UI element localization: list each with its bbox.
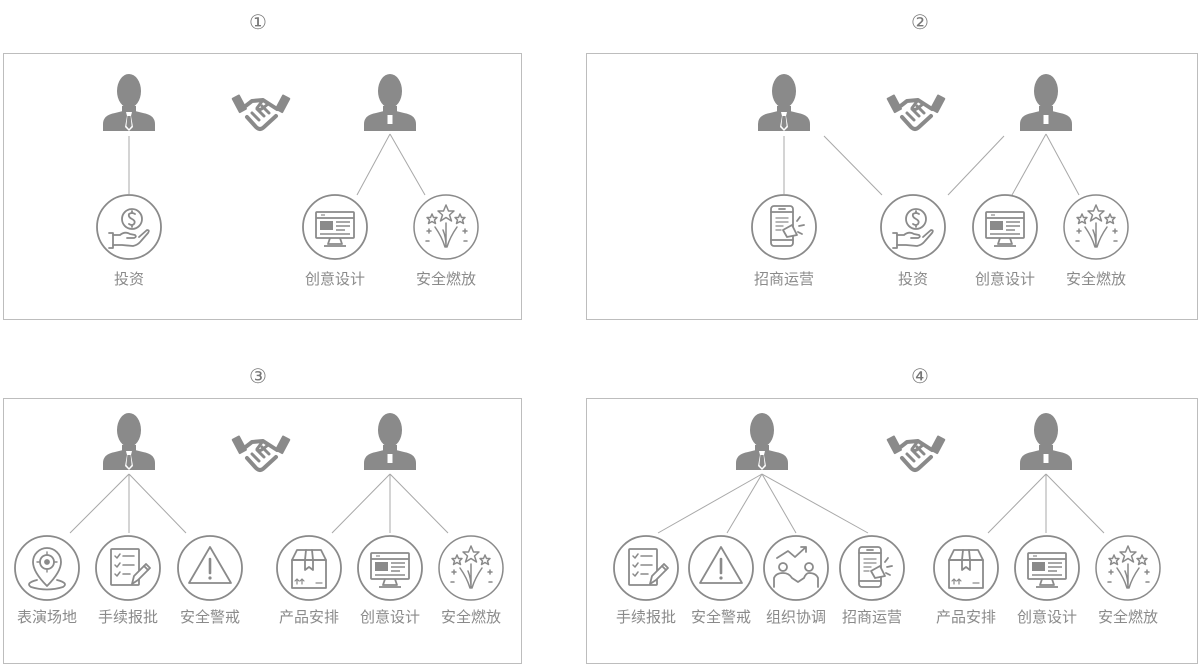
node-label: 产品安排 — [278, 608, 339, 626]
node-label: 投资 — [113, 270, 144, 288]
node-label: 手续报批 — [615, 608, 676, 626]
node-label: 安全燃放 — [440, 608, 501, 626]
node-label: 安全燃放 — [1097, 608, 1158, 626]
panel-number-3: ③ — [249, 364, 267, 388]
panel-number-4: ④ — [911, 364, 929, 388]
node-label: 安全警戒 — [690, 608, 751, 626]
node-label: 创意设计 — [1016, 608, 1077, 626]
node-label: 组织协调 — [765, 608, 826, 626]
node-label: 招商运营 — [841, 608, 902, 626]
node-label: 招商运营 — [753, 270, 814, 288]
node-label: 安全燃放 — [1065, 270, 1126, 288]
node-label: 创意设计 — [304, 270, 365, 288]
node-label: 安全警戒 — [179, 608, 240, 626]
node-label: 表演场地 — [16, 608, 77, 626]
node-label: 手续报批 — [97, 608, 158, 626]
node-label: 创意设计 — [974, 270, 1035, 288]
panel-number-1: ① — [249, 10, 267, 34]
node-label: 安全燃放 — [415, 270, 476, 288]
node-label: 产品安排 — [935, 608, 996, 626]
panel-number-2: ② — [911, 10, 929, 34]
node-label: 创意设计 — [359, 608, 420, 626]
node-label: 投资 — [897, 270, 928, 288]
